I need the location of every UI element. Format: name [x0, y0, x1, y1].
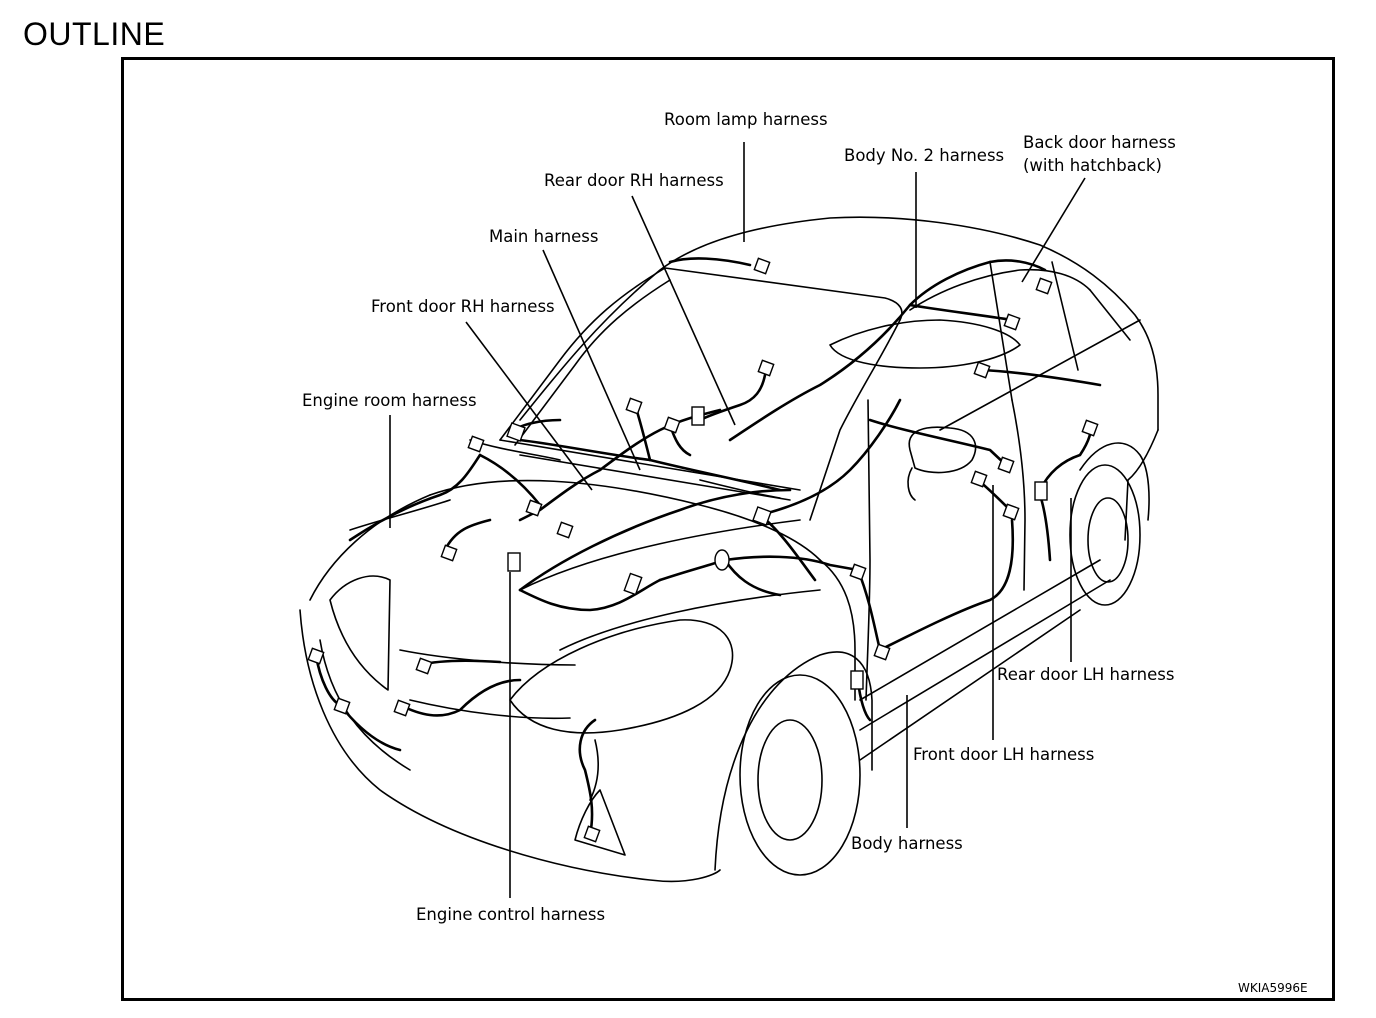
label-engine-room-harness: Engine room harness: [302, 391, 477, 410]
connector: [757, 359, 775, 377]
connector: [1081, 419, 1099, 437]
diagram-frame: [121, 57, 1335, 1001]
connector: [849, 563, 867, 581]
label-main-harness: Main harness: [489, 227, 599, 246]
label-back-door-harness: Back door harness: [1023, 133, 1176, 152]
connector: [307, 647, 325, 665]
figure-code: WKIA5996E: [1238, 981, 1308, 995]
car-outline: [299, 216, 1159, 883]
connector: [970, 470, 988, 488]
connector: [663, 416, 681, 434]
connector: [1002, 503, 1020, 521]
connector: [752, 506, 772, 526]
connector: [1034, 481, 1048, 501]
connector: [625, 397, 643, 415]
label-front-door-rh-harness: Front door RH harness: [371, 297, 555, 316]
connector: [873, 643, 891, 661]
connector: [691, 406, 705, 426]
leader-back-door: [1021, 177, 1086, 283]
connector: [525, 499, 543, 517]
connector: [623, 572, 643, 596]
connector: [415, 657, 433, 675]
connector: [440, 544, 458, 562]
connector: [1003, 313, 1021, 331]
leader-rear-door-rh: [631, 195, 736, 426]
label-back-door-harness-note: (with hatchback): [1023, 156, 1162, 175]
connector: [506, 422, 526, 442]
label-body-harness: Body harness: [851, 834, 963, 853]
connector: [583, 825, 601, 843]
connector: [507, 552, 521, 572]
label-room-lamp-harness: Room lamp harness: [664, 110, 828, 129]
connector: [753, 257, 771, 275]
connector: [1035, 277, 1053, 295]
leader-main: [542, 249, 641, 471]
connector: [973, 361, 991, 379]
harness-labels: Room lamp harness Body No. 2 harness Bac…: [302, 110, 1308, 995]
label-front-door-lh-harness: Front door LH harness: [913, 745, 1094, 764]
connector: [393, 699, 411, 717]
connector: [333, 697, 351, 715]
label-rear-door-lh-harness: Rear door LH harness: [997, 665, 1174, 684]
connectors: [307, 257, 1099, 843]
label-body-no2-harness: Body No. 2 harness: [844, 146, 1004, 165]
label-engine-control-harness: Engine control harness: [416, 905, 605, 924]
connector: [997, 456, 1015, 474]
connector: [467, 435, 485, 453]
label-rear-door-rh-harness: Rear door RH harness: [544, 171, 724, 190]
connector: [714, 549, 730, 571]
page-title: OUTLINE: [23, 16, 166, 52]
leader-lines: [389, 142, 1086, 898]
connector: [850, 670, 864, 690]
connector: [556, 521, 574, 539]
leader-front-door-rh: [465, 321, 593, 491]
